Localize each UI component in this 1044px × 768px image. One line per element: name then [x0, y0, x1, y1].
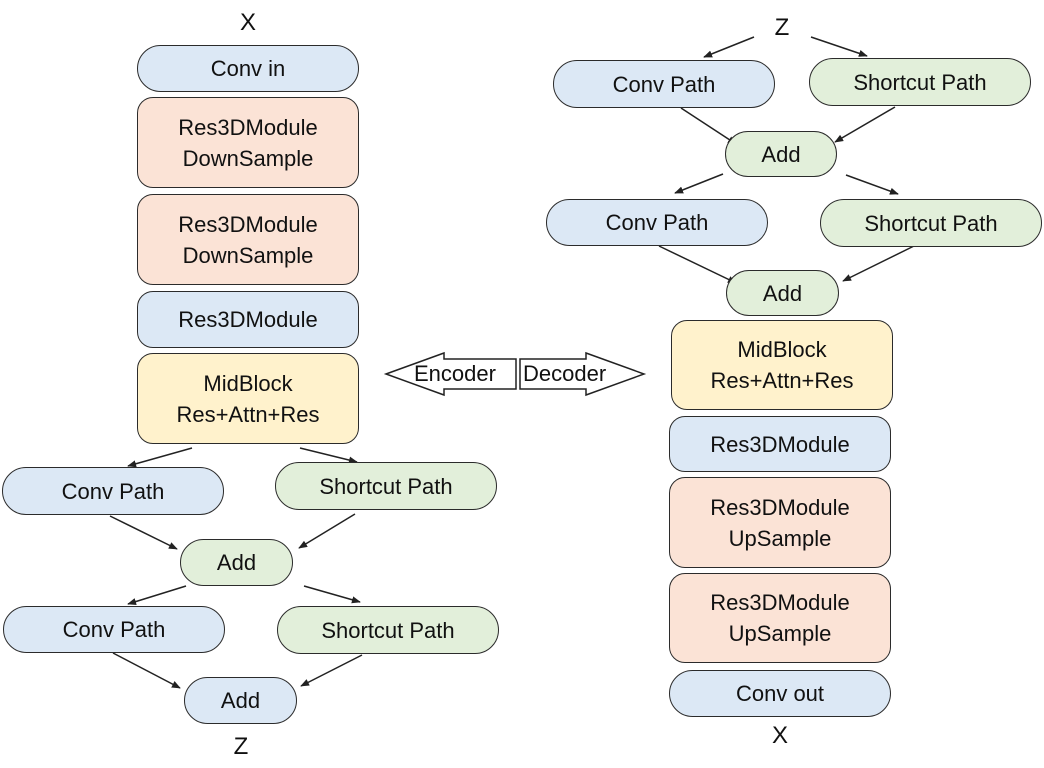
- encoder-add-node-2: Add: [184, 677, 297, 724]
- decoder-shortcut-path-2-label: Shortcut Path: [864, 210, 998, 236]
- encoder-conv-path-1: Conv Path: [2, 467, 224, 515]
- arrow-dec-z-to-conv1: [703, 36, 755, 58]
- arrow-enc-shortcut1-to-add1: [298, 513, 356, 549]
- decoder-conv-path-1: Conv Path: [553, 60, 775, 108]
- midblock-encoder-line1: MidBlock: [203, 370, 293, 396]
- arrow-dec-z-to-shortcut1: [810, 36, 868, 57]
- decoder-shortcut-path-2: Shortcut Path: [820, 199, 1042, 247]
- res3d-downsample-1-line1: Res3DModule: [178, 114, 318, 140]
- decoder-shortcut-path-1: Shortcut Path: [809, 58, 1031, 106]
- decoder-conv-path-2-label: Conv Path: [605, 210, 709, 235]
- res3d-downsample-1-line2: DownSample: [182, 145, 314, 171]
- decoder-conv-path-1-label: Conv Path: [612, 71, 716, 97]
- midblock-encoder: MidBlock Res+Attn+Res: [137, 353, 359, 444]
- res3d-module-encoder-label: Res3DModule: [178, 307, 318, 332]
- encoder-conv-path-1-label: Conv Path: [61, 478, 165, 504]
- arrow-enc-mid-to-shortcut1: [299, 447, 358, 464]
- arrow-enc-conv2-to-add2: [112, 652, 181, 689]
- res3d-module-block-decoder: Res3DModule: [669, 416, 891, 472]
- decoder-add-node-1: Add: [725, 131, 837, 177]
- midblock-decoder: MidBlock Res+Attn+Res: [671, 320, 893, 410]
- decoder-output-var: X: [771, 722, 788, 749]
- arrow-enc-conv1-to-add1: [109, 515, 178, 550]
- encoder-arrow-label: Encoder: [414, 361, 496, 386]
- midblock-decoder-line1: MidBlock: [737, 337, 827, 362]
- encoder-shortcut-path-2: Shortcut Path: [277, 606, 499, 654]
- res3d-upsample-2-line2: UpSample: [728, 621, 832, 646]
- arrow-enc-add1-to-shortcut2: [303, 585, 361, 604]
- encoder-shortcut-path-1: Shortcut Path: [275, 462, 497, 510]
- arrow-dec-shortcut2-to-add2: [842, 245, 915, 282]
- decoder-shortcut-path-1-label: Shortcut Path: [853, 69, 987, 95]
- encoder-output-var: Z: [233, 733, 249, 760]
- decoder-arrow-label: Decoder: [523, 361, 607, 386]
- decoder-input-var: Z: [774, 14, 790, 41]
- decoder-conv-path-2: Conv Path: [546, 199, 768, 246]
- arrow-dec-add1-to-shortcut2: [845, 174, 899, 195]
- arrow-dec-conv2-to-add2: [658, 245, 737, 284]
- conv-in-label: Conv in: [210, 56, 286, 81]
- encoder-input-var: X: [239, 9, 256, 36]
- res3d-module-decoder-label: Res3DModule: [710, 431, 850, 457]
- decoder-arrow-shape: [519, 351, 647, 397]
- arrow-dec-shortcut1-to-add1: [834, 106, 896, 143]
- decoder-add-node-2: Add: [726, 270, 839, 316]
- res3d-upsample-block-2: Res3DModule UpSample: [669, 573, 891, 663]
- res3d-downsample-2-line1: Res3DModule: [178, 211, 318, 237]
- encoder-arrow-shape: [383, 351, 517, 397]
- midblock-encoder-line2: Res+Attn+Res: [176, 401, 320, 427]
- arrow-enc-mid-to-conv1: [127, 447, 193, 468]
- res3d-upsample-2-line1: Res3DModule: [710, 590, 850, 615]
- encoder-shortcut-path-2-label: Shortcut Path: [321, 617, 455, 643]
- conv-in-block: Conv in: [137, 45, 359, 92]
- res3d-upsample-block-1: Res3DModule UpSample: [669, 477, 891, 568]
- decoder-add-2-label: Add: [762, 280, 803, 306]
- res3d-downsample-block-2: Res3DModule DownSample: [137, 194, 359, 285]
- arrow-enc-add1-to-conv2: [127, 585, 187, 606]
- encoder-add-node-1: Add: [180, 539, 293, 586]
- arrow-enc-shortcut2-to-add2: [300, 654, 363, 687]
- res3d-upsample-1-line1: Res3DModule: [710, 494, 850, 520]
- res3d-downsample-2-line2: DownSample: [182, 242, 314, 268]
- res3d-downsample-block-1: Res3DModule DownSample: [137, 97, 359, 188]
- midblock-decoder-line2: Res+Attn+Res: [710, 368, 854, 393]
- arrow-dec-add1-to-conv2: [674, 173, 724, 194]
- encoder-shortcut-path-1-label: Shortcut Path: [319, 473, 453, 499]
- conv-out-label: Conv out: [735, 681, 825, 706]
- res3d-upsample-1-line2: UpSample: [728, 525, 832, 551]
- encoder-conv-path-2-label: Conv Path: [62, 617, 166, 642]
- encoder-add-2-label: Add: [220, 688, 261, 713]
- encoder-add-1-label: Add: [216, 550, 257, 575]
- arrow-dec-conv1-to-add1: [680, 107, 737, 145]
- res3d-module-block-encoder: Res3DModule: [137, 291, 359, 348]
- encoder-conv-path-2: Conv Path: [3, 606, 225, 653]
- conv-out-block: Conv out: [669, 670, 891, 717]
- decoder-add-1-label: Add: [761, 141, 801, 167]
